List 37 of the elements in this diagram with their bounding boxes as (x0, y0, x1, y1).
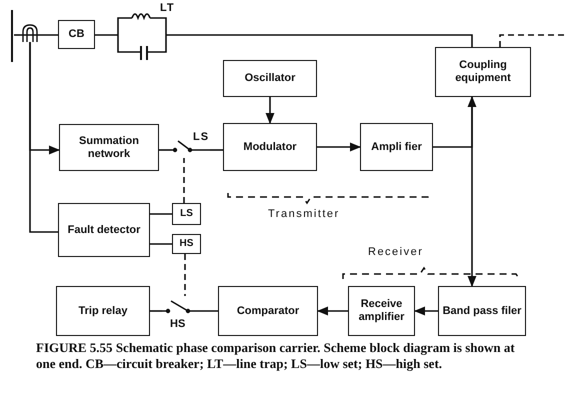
process-box: Modulator (223, 123, 317, 171)
connector-line (159, 149, 172, 151)
switch-label: LS (193, 131, 210, 143)
connector-line (316, 306, 348, 316)
connector-line (414, 306, 438, 316)
dashed-connector (184, 254, 186, 296)
process-box: HS (172, 234, 201, 254)
process-box: Comparator (218, 286, 318, 336)
process-box: Oscillator (223, 60, 317, 97)
connector-line (150, 243, 172, 245)
process-box: Band pass filer (438, 286, 526, 336)
process-box: Fault detector (58, 203, 150, 257)
figure-caption: FIGURE 5.55 Schematic phase comparison carrier. Scheme block diagram is shown at one end. CB—circuit breaker; LT—line trap; LS—low set; HS—high set. (36, 340, 516, 372)
connector-line (14, 34, 20, 36)
process-box: Summation network (59, 124, 159, 171)
process-box: Trip relay (56, 286, 150, 336)
connector-line (184, 34, 473, 47)
connector-line (95, 34, 114, 36)
switch-label: HS (170, 318, 186, 330)
connector-line (468, 97, 476, 288)
dashed-connector (183, 158, 185, 203)
process-box: Ampli fier (360, 123, 433, 171)
process-box: CB (58, 20, 95, 49)
connector-line (150, 213, 172, 215)
group-label: Transmitter (268, 208, 340, 220)
group-label: Receiver (368, 246, 424, 258)
component-label: LT (160, 2, 175, 14)
connector-line (29, 42, 58, 233)
connector-line (196, 310, 218, 312)
process-box: Coupling equipment (435, 47, 531, 97)
connector-line (210, 149, 223, 151)
connector-line (317, 142, 362, 152)
connector-line (150, 310, 162, 312)
connector-line (40, 34, 58, 36)
connector-line (266, 97, 274, 124)
process-box: LS (172, 203, 201, 225)
process-box: Receive amplifier (348, 286, 415, 336)
